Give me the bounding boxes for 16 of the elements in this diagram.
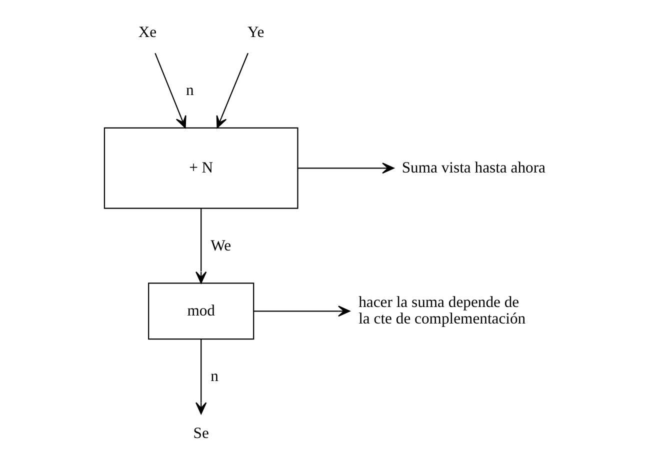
arrow: [216, 52, 248, 128]
edge-label: We: [210, 237, 232, 254]
node-box: + N: [104, 127, 298, 209]
node-text: Se: [193, 425, 209, 442]
arrow: [298, 162, 394, 174]
arrow: [196, 208, 207, 284]
node-text: hacer la suma depende de la cte de complementación: [358, 294, 526, 328]
arrow: [196, 339, 207, 414]
arrow: [154, 52, 186, 128]
node-box: mod: [148, 282, 254, 340]
arrow: [254, 306, 350, 317]
edge-label: n: [210, 368, 218, 386]
edge-label: n: [186, 82, 194, 100]
node-text: Ye: [248, 24, 264, 42]
node-text: Xe: [138, 24, 157, 42]
node-text: Suma vista hasta ahora: [402, 159, 546, 176]
